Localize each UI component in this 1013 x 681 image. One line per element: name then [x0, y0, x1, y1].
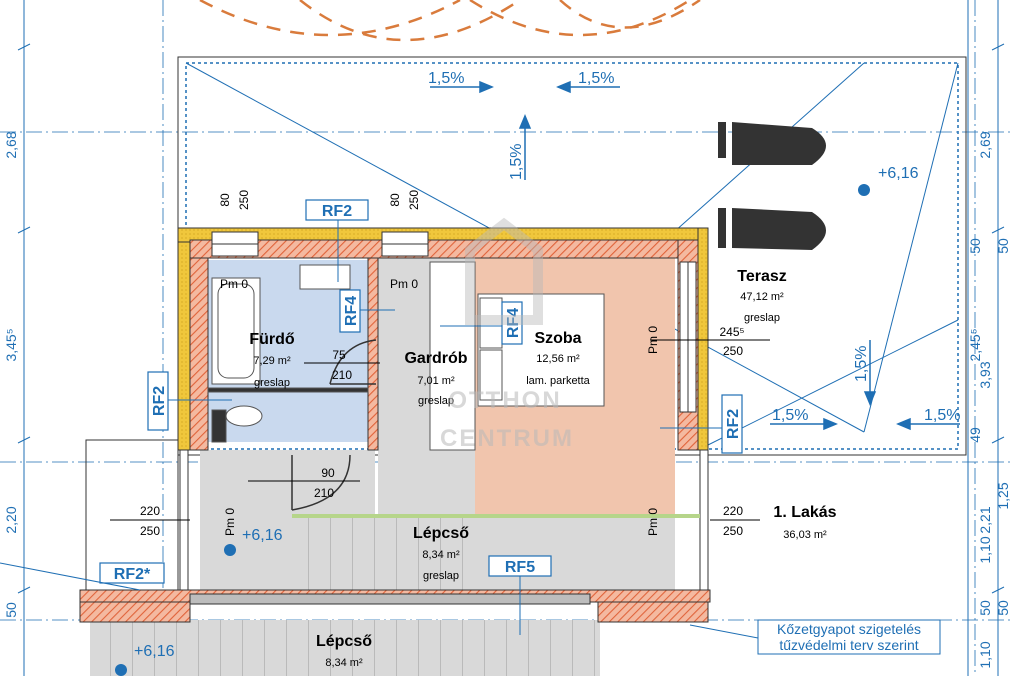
tag-rf2-left: RF2 — [151, 386, 168, 416]
terrace-furniture — [718, 122, 826, 250]
note-line-2: tűzvédelmi terv szerint — [779, 637, 918, 653]
room-finish-lepcso: greslap — [423, 570, 459, 582]
dim-right-inner-2: 3,93 — [977, 361, 993, 388]
room-finish-furdo: greslap — [254, 377, 290, 389]
slope-label-6: 1,5% — [924, 407, 960, 424]
opening-3-width: 75 — [332, 348, 346, 362]
opening-7-height: 250 — [723, 524, 743, 538]
tag-rf4-room: RF4 — [505, 308, 522, 338]
slope-label-4: 1,5% — [853, 346, 870, 382]
watermark-text-top: OTTHON — [448, 387, 561, 414]
room-area-gardrob: 7,01 m² — [417, 375, 455, 387]
level-label-stair: +6,16 — [242, 527, 283, 544]
slope-label-2: 1,5% — [578, 70, 614, 87]
tree-canopy-arcs — [199, 0, 701, 42]
pm-label-landing: Pm 0 — [646, 508, 660, 536]
opening-3-height: 210 — [332, 368, 352, 382]
opening-2-width: 80 — [388, 193, 402, 207]
room-area-szoba: 12,56 m² — [536, 353, 580, 365]
room-name-gardrob: Gardrób — [404, 350, 467, 367]
opening-2-height: 250 — [407, 190, 421, 210]
bathroom-fixtures — [207, 261, 605, 451]
watermark-logo-icon — [465, 217, 543, 325]
tag-rf2-right: RF2 — [725, 409, 742, 439]
opening-7-width: 220 — [723, 504, 743, 518]
dim-right-inner-3: 2,21 — [977, 506, 993, 533]
room-finish-gardrob: greslap — [418, 395, 454, 407]
watermark: OTTHON CENTRUM — [440, 217, 574, 452]
opening-4-width: 90 — [321, 466, 335, 480]
dim-right-inner-4: 1,10 — [977, 536, 993, 563]
slope-arrows — [430, 80, 960, 431]
room-name-lakas: 1. Lakás — [773, 504, 836, 521]
slope-label-3: 1,5% — [508, 144, 525, 180]
opening-5-height: 250 — [723, 344, 743, 358]
room-area-lakas: 36,03 m² — [783, 529, 827, 541]
room-finish-terasz: greslap — [744, 312, 780, 324]
opening-4-height: 210 — [314, 486, 334, 500]
room-area-furdo: 7,29 m² — [253, 355, 291, 367]
pm-label-wardrobe: Pm 0 — [390, 277, 418, 291]
opening-6-width: 220 — [140, 504, 160, 518]
dim-right-outer-1: 50 — [995, 238, 1011, 254]
opening-5-width: 245⁵ — [720, 325, 745, 339]
dim-right-inner-5: 50 — [977, 600, 993, 616]
room-name-furdo: Fürdő — [249, 331, 295, 348]
slope-label-1: 1,5% — [428, 70, 464, 87]
dim-right-outer-2: 1,25 — [995, 482, 1011, 509]
room-name-lepcso-lower: Lépcső — [316, 633, 372, 650]
pm-label-room: Pm 0 — [646, 326, 660, 354]
tag-frames — [99, 199, 743, 584]
dim-right-inner-1: 2,69 — [977, 131, 993, 158]
note-line-1: Kőzetgyapot szigetelés — [777, 621, 921, 637]
level-markers — [115, 184, 870, 676]
tag-rf2-top: RF2 — [322, 203, 352, 220]
tag-leaders — [0, 220, 759, 639]
room-area-lepcso: 8,34 m² — [422, 549, 460, 561]
room-name-terasz: Terasz — [737, 268, 787, 285]
opening-1-width: 80 — [218, 193, 232, 207]
doors — [291, 339, 377, 511]
room-area-lepcso-lower: 8,34 m² — [325, 657, 363, 669]
opening-1-height: 250 — [237, 190, 251, 210]
note-frame — [757, 619, 941, 655]
dim-left-4: 50 — [3, 602, 19, 618]
room-area-terasz: 47,12 m² — [740, 291, 784, 303]
dim-right-inner-6: 1,10 — [977, 641, 993, 668]
tag-rf2-star: RF2* — [114, 566, 151, 583]
room-name-lepcso: Lépcső — [413, 525, 469, 542]
slope-label-5: 1,5% — [772, 407, 808, 424]
room-name-szoba: Szoba — [534, 330, 581, 347]
dim-left-1: 2,68 — [3, 131, 19, 158]
dim-left-3: 2,20 — [3, 506, 19, 533]
fraction-lines — [110, 339, 770, 521]
dim-left-2: 3,45⁵ — [3, 328, 19, 361]
room-finish-szoba: lam. parketta — [526, 375, 590, 387]
windows — [211, 231, 697, 413]
watermark-text-bottom: CENTRUM — [440, 425, 574, 452]
tag-rf5: RF5 — [505, 559, 535, 576]
level-label-terrace: +6,16 — [878, 165, 919, 182]
dim-right-inner-8: 49 — [967, 427, 983, 443]
pm-label-bath: Pm 0 — [220, 277, 248, 291]
dimension-lines — [17, 0, 1005, 676]
pm-label-stair: Pm 0 — [223, 508, 237, 536]
tag-rf4-bath: RF4 — [343, 296, 360, 326]
dim-right-inner-7: 50 — [967, 238, 983, 254]
dim-right-inner-9: 2,45⁵ — [967, 328, 983, 361]
opening-6-height: 250 — [140, 524, 160, 538]
dim-right-outer-3: 50 — [995, 600, 1011, 616]
level-label-lower: +6,16 — [134, 643, 175, 660]
